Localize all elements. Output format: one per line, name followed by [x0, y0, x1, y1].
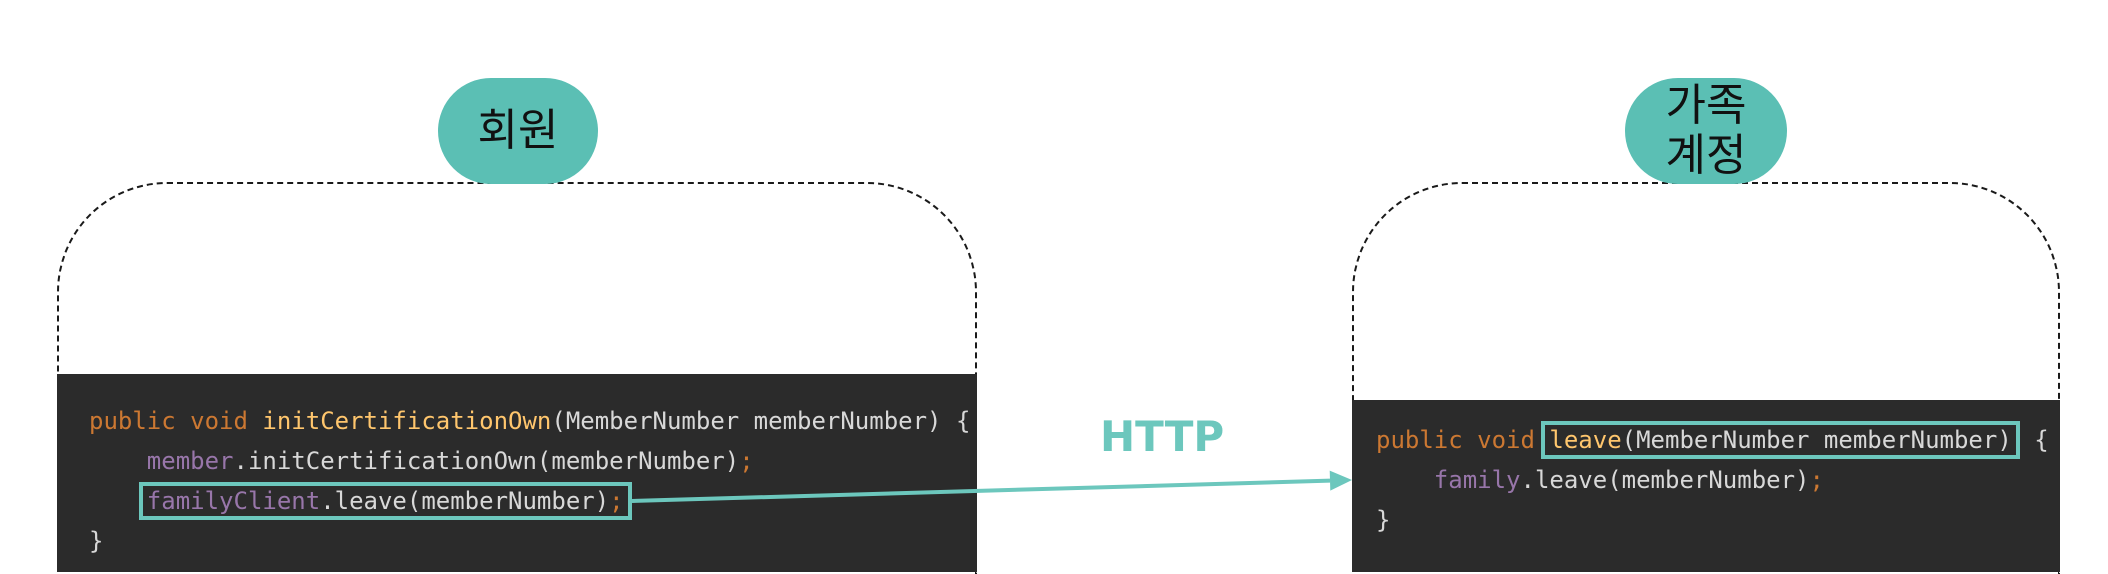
http-label: HTTP	[1100, 412, 1225, 461]
family-service-label: 가족 계정	[1625, 78, 1787, 184]
code-keyword: public void	[89, 407, 263, 435]
code-brace: {	[2019, 426, 2049, 454]
code-text: (MemberNumber memberNumber)	[1621, 426, 2012, 454]
code-line: public void leave(MemberNumber memberNum…	[1376, 420, 2060, 460]
code-text: (MemberNumber memberNumber) {	[551, 407, 971, 435]
http-arrow-head	[1329, 470, 1352, 491]
highlight-family-client-call: familyClient.leave(memberNumber);	[138, 482, 632, 520]
member-service-label: 회원	[438, 78, 598, 184]
code-line: }	[1376, 506, 1391, 534]
code-method-name: initCertificationOwn	[262, 407, 552, 435]
code-field: member	[146, 447, 234, 475]
code-keyword: public void	[1376, 426, 1550, 454]
http-arrow-line	[631, 478, 1331, 503]
code-line: }	[89, 527, 104, 555]
code-text: .leave(memberNumber)	[320, 487, 610, 515]
code-semicolon: ;	[609, 487, 624, 515]
code-line: family.leave(memberNumber);	[1376, 460, 2060, 500]
highlight-leave-signature: leave(MemberNumber memberNumber)	[1541, 421, 2020, 459]
code-semicolon: ;	[739, 447, 754, 475]
code-line: public void initCertificationOwn(MemberN…	[89, 401, 977, 441]
code-field: family	[1433, 466, 1521, 494]
code-text: .initCertificationOwn(memberNumber)	[233, 447, 740, 475]
code-field: familyClient	[146, 487, 321, 515]
family-code-block: public void leave(MemberNumber memberNum…	[1352, 400, 2060, 572]
code-line: familyClient.leave(memberNumber);	[89, 481, 977, 521]
code-line: member.initCertificationOwn(memberNumber…	[89, 441, 977, 481]
code-semicolon: ;	[1809, 466, 1824, 494]
member-code-block: public void initCertificationOwn(MemberN…	[57, 374, 977, 572]
code-method-name: leave	[1549, 426, 1622, 454]
code-text: .leave(memberNumber)	[1520, 466, 1810, 494]
